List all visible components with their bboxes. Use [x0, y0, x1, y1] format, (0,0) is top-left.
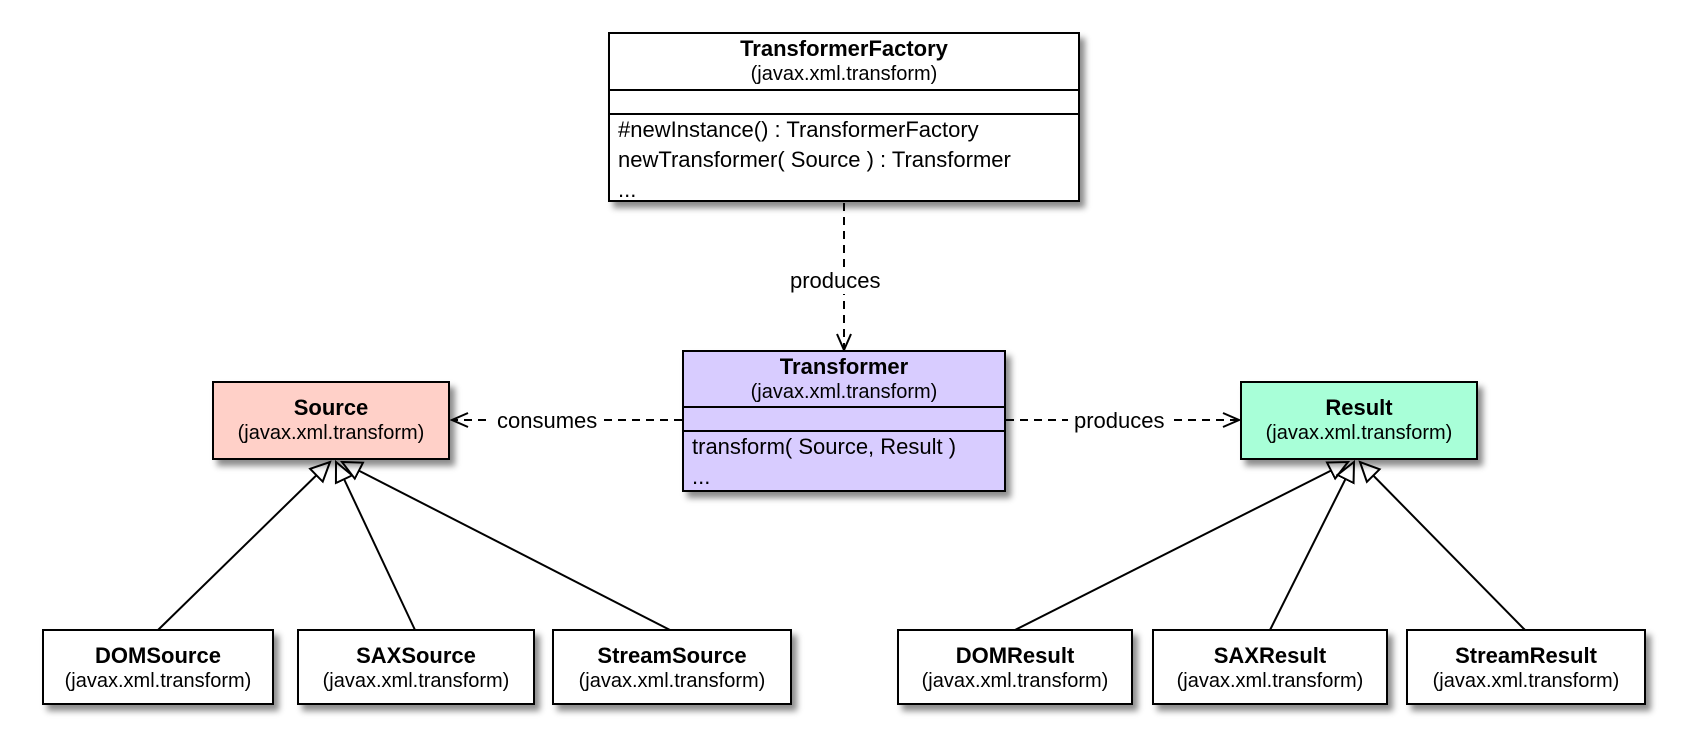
class-name: Transformer — [779, 354, 909, 379]
edge-saxsource-extends-source — [336, 462, 416, 631]
edge-streamsource-extends-source — [342, 462, 671, 631]
sax-source-class[interactable]: SAXSource (javax.xml.transform) — [297, 629, 535, 705]
edge-saxresult-extends-result — [1269, 462, 1354, 631]
class-package: (javax.xml.transform) — [64, 670, 252, 692]
class-name: Source — [293, 395, 369, 420]
methods-compartment: transform( Source, Result ) ... — [684, 430, 1004, 492]
source-class[interactable]: Source (javax.xml.transform) — [212, 381, 450, 460]
class-package: (javax.xml.transform) — [578, 670, 766, 692]
stream-result-class[interactable]: StreamResult (javax.xml.transform) — [1406, 629, 1646, 705]
method-new-transformer: newTransformer( Source ) : Transformer — [618, 147, 1011, 172]
class-package: (javax.xml.transform) — [750, 63, 938, 85]
class-name: TransformerFactory — [740, 36, 948, 61]
class-package: (javax.xml.transform) — [1432, 670, 1620, 692]
edge-domresult-extends-result — [1014, 462, 1348, 631]
transformer-class[interactable]: Transformer (javax.xml.transform) transf… — [682, 350, 1006, 492]
result-class[interactable]: Result (javax.xml.transform) — [1240, 381, 1478, 460]
class-name: StreamResult — [1455, 643, 1597, 668]
sax-result-class[interactable]: SAXResult (javax.xml.transform) — [1152, 629, 1388, 705]
transformer-factory-class[interactable]: TransformerFactory (javax.xml.transform)… — [608, 32, 1080, 202]
edge-streamresult-extends-result — [1360, 462, 1526, 631]
attributes-compartment — [684, 406, 1004, 430]
method-ellipsis: ... — [618, 177, 637, 202]
method-transform: transform( Source, Result ) — [692, 434, 957, 459]
edge-domsource-extends-source — [157, 462, 330, 631]
consumes-label: consumes — [491, 408, 604, 434]
methods-compartment: #newInstance() : TransformerFactory newT… — [610, 113, 1078, 205]
stream-source-class[interactable]: StreamSource (javax.xml.transform) — [552, 629, 792, 705]
produces-label-factory: produces — [784, 268, 887, 294]
class-name: SAXSource — [356, 643, 476, 668]
class-name: DOMResult — [955, 643, 1075, 668]
class-name: StreamSource — [597, 643, 747, 668]
class-package: (javax.xml.transform) — [322, 670, 510, 692]
class-package: (javax.xml.transform) — [237, 422, 425, 444]
dom-result-class[interactable]: DOMResult (javax.xml.transform) — [897, 629, 1133, 705]
class-package: (javax.xml.transform) — [750, 381, 938, 403]
dom-source-class[interactable]: DOMSource (javax.xml.transform) — [42, 629, 274, 705]
class-name: SAXResult — [1213, 643, 1327, 668]
class-name: DOMSource — [95, 643, 221, 668]
class-package: (javax.xml.transform) — [921, 670, 1109, 692]
class-name: Result — [1325, 395, 1393, 420]
produces-label-result: produces — [1068, 408, 1171, 434]
method-ellipsis: ... — [692, 464, 711, 489]
class-package: (javax.xml.transform) — [1176, 670, 1364, 692]
class-package: (javax.xml.transform) — [1265, 422, 1453, 444]
method-new-instance: #newInstance() : TransformerFactory — [618, 117, 979, 142]
attributes-compartment — [610, 89, 1078, 113]
